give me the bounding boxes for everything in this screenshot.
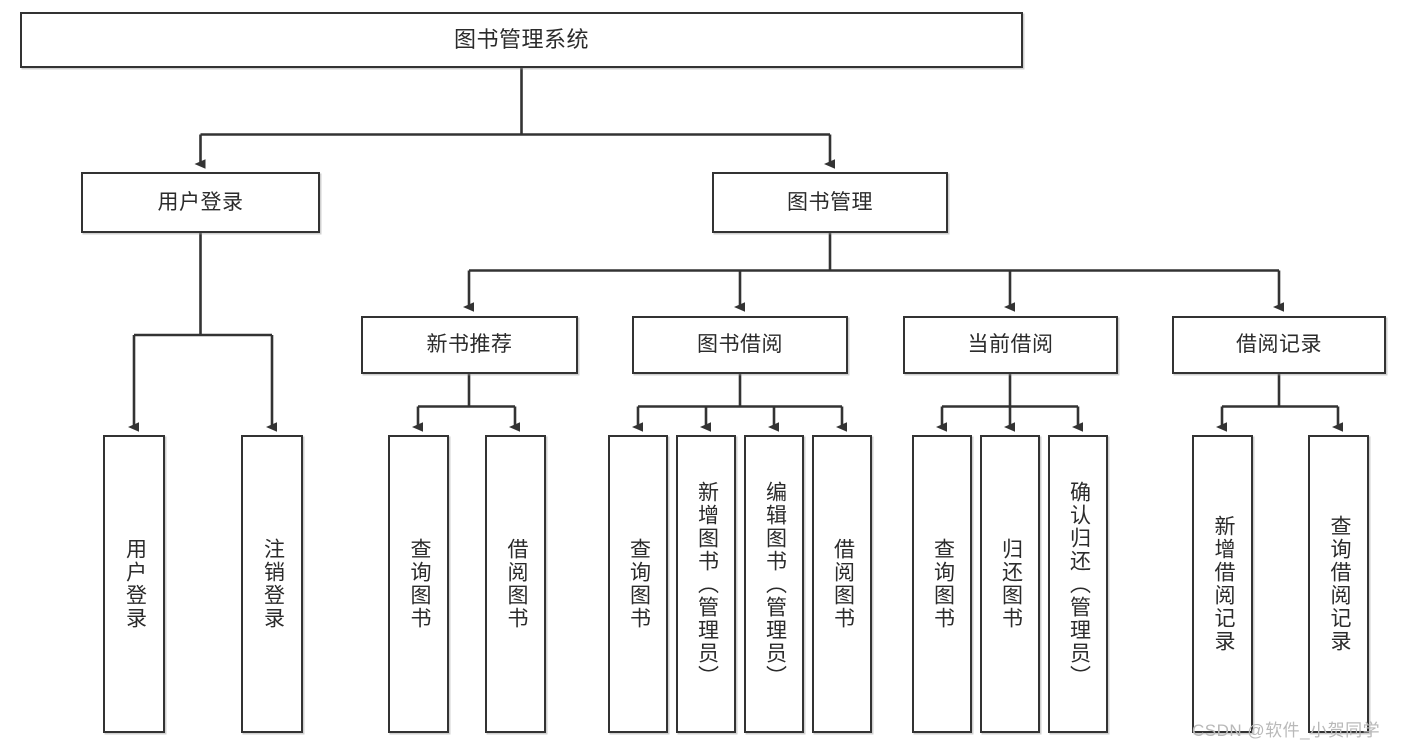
node-leaf-query-book-borrow[interactable]: 查询图书	[608, 435, 668, 733]
node-leaf-query-borrow-record[interactable]: 查询借阅记录	[1308, 435, 1369, 733]
node-label: 新增借阅记录	[1211, 515, 1235, 653]
node-leaf-add-book-admin[interactable]: 新增图书（管理员）	[676, 435, 736, 733]
node-label: 图书管理系统	[453, 26, 589, 52]
node-label: 借阅图书	[504, 538, 528, 630]
node-label: 用户登录	[123, 538, 147, 630]
node-label: 查询图书	[407, 538, 431, 630]
node-label: 查询图书	[627, 538, 651, 630]
node-label: 借阅记录	[1236, 333, 1322, 357]
node-leaf-return-book[interactable]: 归还图书	[980, 435, 1040, 733]
node-label: 当前借阅	[967, 333, 1054, 357]
node-borrow-record[interactable]: 借阅记录	[1172, 316, 1386, 374]
node-leaf-edit-book-admin[interactable]: 编辑图书（管理员）	[744, 435, 804, 733]
node-label: 注销登录	[261, 538, 285, 630]
node-book-management[interactable]: 图书管理	[712, 172, 948, 233]
node-label: 新书推荐	[426, 333, 513, 357]
node-leaf-confirm-return-admin[interactable]: 确认归还（管理员）	[1048, 435, 1108, 733]
node-leaf-query-book-current[interactable]: 查询图书	[912, 435, 972, 733]
node-label: 编辑图书（管理员）	[763, 480, 787, 688]
node-label: 用户登录	[157, 190, 244, 214]
node-book-borrow[interactable]: 图书借阅	[632, 316, 848, 374]
node-label: 图书借阅	[697, 333, 783, 357]
node-label: 查询图书	[931, 538, 955, 630]
node-label: 归还图书	[999, 538, 1023, 630]
node-leaf-borrow-book[interactable]: 借阅图书	[812, 435, 872, 733]
node-label: 借阅图书	[831, 538, 855, 630]
node-label: 确认归还（管理员）	[1067, 480, 1091, 688]
node-leaf-borrow-book-recommend[interactable]: 借阅图书	[485, 435, 546, 733]
node-user-login[interactable]: 用户登录	[81, 172, 320, 233]
node-label: 图书管理	[787, 190, 873, 214]
node-leaf-add-borrow-record[interactable]: 新增借阅记录	[1192, 435, 1253, 733]
node-new-book-recommend[interactable]: 新书推荐	[361, 316, 578, 374]
csdn-watermark: CSDN @软件_小贺同学	[1192, 721, 1381, 740]
node-root-system[interactable]: 图书管理系统	[20, 12, 1023, 68]
node-label: 新增图书（管理员）	[695, 480, 719, 688]
node-leaf-logout[interactable]: 注销登录	[241, 435, 303, 733]
node-label: 查询借阅记录	[1327, 515, 1351, 653]
node-current-borrow[interactable]: 当前借阅	[903, 316, 1118, 374]
node-leaf-user-login[interactable]: 用户登录	[103, 435, 165, 733]
node-leaf-query-book-recommend[interactable]: 查询图书	[388, 435, 449, 733]
